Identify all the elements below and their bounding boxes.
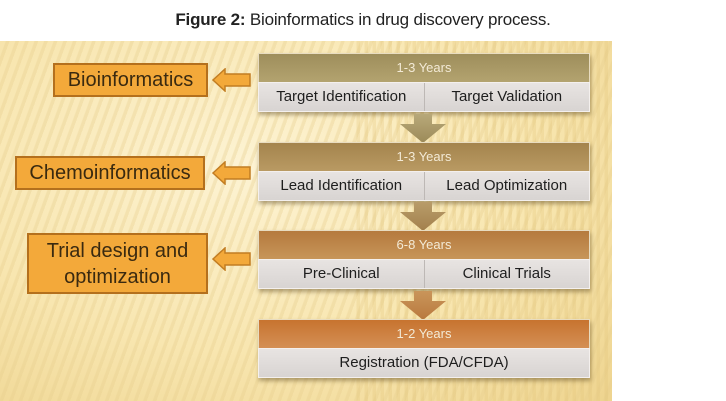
- step-clinical-trials: Clinical Trials: [423, 260, 590, 288]
- stage-duration: 1-3 Years: [258, 142, 590, 171]
- label-bioinformatics: Bioinformatics: [53, 63, 208, 97]
- step-registration: Registration (FDA/CFDA): [339, 354, 509, 371]
- figure-caption-text: Bioinformatics in drug discovery process…: [245, 10, 551, 29]
- stage-duration: 1-3 Years: [258, 53, 590, 82]
- stage-lead: 1-3 Years Lead Identification Lead Optim…: [258, 142, 590, 201]
- stage-duration: 6-8 Years: [258, 230, 590, 259]
- step-target-identification: Target Identification: [276, 88, 407, 105]
- figure-number: Figure 2:: [175, 10, 246, 29]
- label-trial-design: Trial design and optimization: [27, 233, 208, 294]
- stage-steps: Lead Identification Lead Optimization: [258, 171, 590, 201]
- step-lead-identification: Lead Identification: [280, 177, 403, 194]
- step-target-validation: Target Validation: [423, 83, 590, 111]
- stage-steps: Target Identification Target Validation: [258, 82, 590, 112]
- left-arrow-icon: [212, 161, 251, 185]
- down-arrow-icon: [400, 114, 446, 143]
- step-pre-clinical: Pre-Clinical: [302, 265, 380, 282]
- down-arrow-icon: [400, 291, 446, 320]
- label-text: Trial design and optimization: [46, 239, 189, 288]
- stage-target: 1-3 Years Target Identification Target V…: [258, 53, 590, 112]
- stage-steps: Pre-Clinical Clinical Trials: [258, 259, 590, 289]
- figure-caption: Figure 2: Bioinformatics in drug discove…: [0, 10, 726, 30]
- left-arrow-icon: [212, 247, 251, 271]
- stage-clinical: 6-8 Years Pre-Clinical Clinical Trials: [258, 230, 590, 289]
- stage-duration: 1-2 Years: [258, 319, 590, 348]
- left-arrow-icon: [212, 68, 251, 92]
- diagram-slide: Bioinformatics Chemoinformatics Trial de…: [0, 41, 612, 401]
- label-chemoinformatics: Chemoinformatics: [15, 156, 205, 190]
- label-text: Bioinformatics: [67, 69, 194, 91]
- label-text: Chemoinformatics: [29, 162, 191, 184]
- stage-steps: Registration (FDA/CFDA): [258, 348, 590, 378]
- step-lead-optimization: Lead Optimization: [423, 172, 590, 200]
- down-arrow-icon: [400, 202, 446, 231]
- stage-registration: 1-2 Years Registration (FDA/CFDA): [258, 319, 590, 378]
